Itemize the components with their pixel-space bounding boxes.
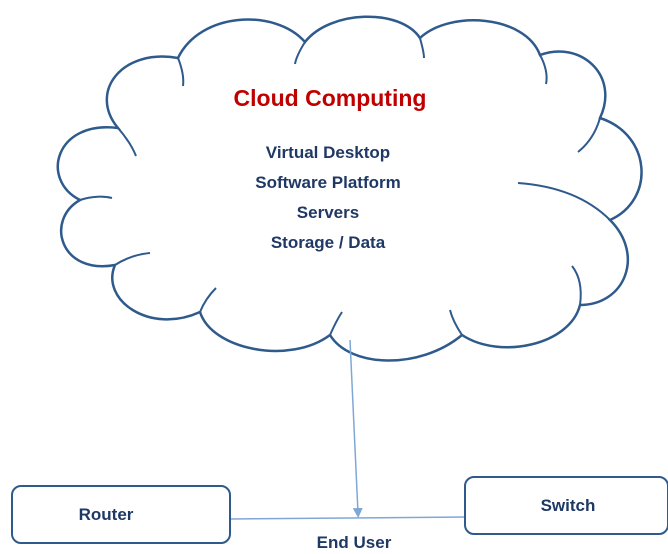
router-label: Router	[79, 505, 134, 524]
cloud-to-end-user-arrow	[349, 339, 363, 518]
cloud-inner-arc	[449, 309, 463, 336]
cloud-inner-arc	[329, 311, 343, 336]
cloud-item-virtual-desktop: Virtual Desktop	[266, 143, 390, 162]
cloud-inner-arc	[419, 37, 425, 59]
switch-label: Switch	[541, 496, 596, 515]
cloud-inner-arc	[199, 287, 217, 313]
cloud-shape	[56, 15, 643, 362]
router-switch-connector	[229, 516, 469, 520]
cloud-inner-arc	[571, 265, 582, 306]
cloud-inner-arc	[517, 182, 611, 221]
cloud-item-software-platform: Software Platform	[255, 173, 400, 192]
switch-box	[464, 476, 668, 535]
cloud-title: Cloud Computing	[234, 85, 427, 111]
cloud-inner-arc	[577, 117, 601, 153]
cloud-inner-arc	[114, 252, 151, 266]
cloud-inner-arc	[79, 195, 113, 201]
cloud-inner-arc	[117, 127, 137, 157]
cloud-item-servers: Servers	[297, 203, 359, 222]
cloud-inner-arc	[294, 41, 306, 65]
end-user-label: End User	[317, 533, 392, 552]
cloud-inner-arc	[177, 57, 185, 87]
cloud-item-storage-data: Storage / Data	[271, 233, 386, 252]
router-box	[11, 485, 231, 544]
cloud-inner-arc	[539, 54, 548, 85]
